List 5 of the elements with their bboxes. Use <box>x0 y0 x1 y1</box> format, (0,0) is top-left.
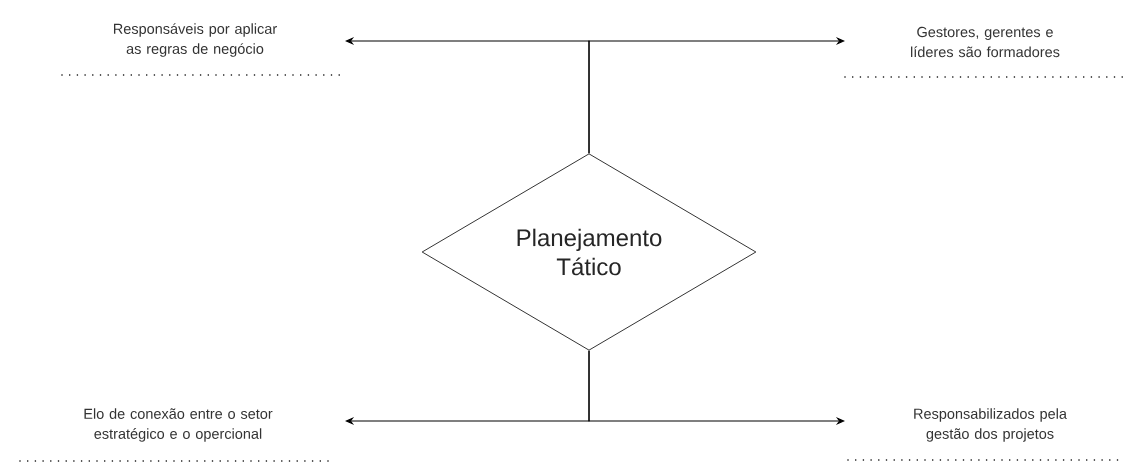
underlined-text: Gestores, gerentes e líderes são formadores <box>844 26 1126 78</box>
underlined-text: Elo de conexão entre o setor estratégico e o opercional <box>19 408 331 462</box>
underlined-text: Responsáveis por aplicar as regras de negócio <box>61 23 343 76</box>
underlined-text: Responsabilizados pela gestão dos projetos <box>847 408 1126 461</box>
arrow <box>588 36 845 154</box>
